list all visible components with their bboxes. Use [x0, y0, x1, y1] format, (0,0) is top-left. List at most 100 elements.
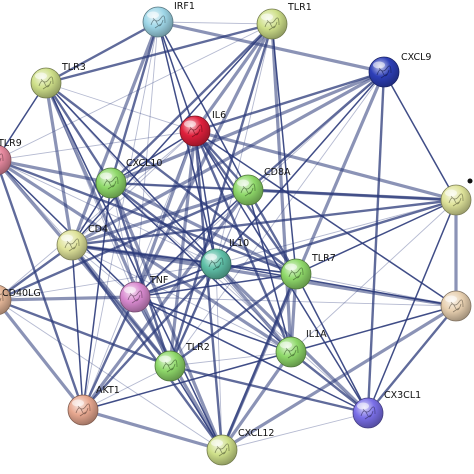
protein-structure-icon: [38, 76, 54, 90]
edge-tnf-right2: [134, 296, 457, 307]
edge-tlr3-il6: [45, 82, 196, 132]
protein-structure-icon: [162, 359, 178, 373]
edge-tlr7-tlr2: [169, 273, 297, 367]
node-right1[interactable]: [440, 184, 472, 216]
node-sphere: [30, 67, 62, 99]
node-sphere: [440, 184, 472, 216]
edge-cxcl10-il10: [110, 182, 217, 265]
node-label-cxcl10: CXCL10: [126, 158, 162, 169]
edge-il1a-tlr2: [169, 351, 292, 367]
edge-il6-tlr9: [0, 130, 196, 160]
edge-akt1-cxcl12: [82, 408, 223, 452]
edge-tlr7-cxcl12: [220, 273, 298, 451]
sphere-highlight: [61, 234, 73, 242]
node-sphere: [95, 167, 127, 199]
edge-il1a-akt1: [82, 351, 292, 411]
edge-il6-il1a: [193, 130, 293, 353]
edge-cd4-akt1: [71, 244, 84, 411]
node-cd40lg[interactable]: CD40LG: [0, 285, 41, 315]
edge-il10-right2: [215, 263, 457, 307]
node-label-tlr1: TLR1: [287, 2, 312, 13]
protein-structure-icon: [214, 443, 230, 457]
protein-structure-icon: [150, 15, 166, 29]
node-sphere: [0, 145, 12, 175]
edge-il6-right2: [194, 130, 457, 307]
edge-cd8a-right1: [247, 188, 457, 202]
edge-il6-right1: [194, 129, 457, 202]
node-tnf[interactable]: TNF: [119, 275, 168, 313]
sphere-highlight: [261, 13, 273, 21]
edge-cd4-il1a: [71, 244, 292, 353]
node-sphere: [142, 6, 174, 38]
edge-cxcl9-right1: [383, 71, 457, 201]
edge-cxcl10-tlr2: [109, 182, 172, 367]
node-cx3cl1[interactable]: CX3CL1: [352, 390, 421, 429]
edge-tlr7-tnf: [134, 273, 297, 298]
edge-cxcl9-il6: [194, 70, 385, 133]
node-irf1[interactable]: IRF1: [142, 1, 195, 38]
edge-tnf-akt1: [81, 296, 137, 411]
sphere-highlight: [445, 295, 457, 303]
edge-tlr1-tlr3: [45, 22, 273, 85]
edge-cxcl9-cd8a: [247, 71, 385, 191]
sphere-highlight: [357, 402, 369, 410]
protein-structure-icon: [283, 345, 299, 359]
edge-cxcl9-cxcl10: [110, 70, 385, 185]
node-label-irf1: IRF1: [174, 1, 195, 12]
edge-tlr1-tlr9: [0, 23, 273, 159]
sphere-highlight: [159, 355, 171, 363]
node-tlr7[interactable]: TLR7: [280, 253, 336, 290]
edge-irf1-cxcl10: [109, 21, 160, 184]
edge-cd8a-tlr7: [246, 189, 298, 275]
node-cxcl9[interactable]: CXCL9: [368, 52, 431, 88]
edge-right1-tlr7: [295, 199, 457, 275]
edge-right1-cd4: [71, 198, 457, 247]
node-cxcl12[interactable]: CXCL12: [206, 428, 274, 466]
edge-right2-il1a: [290, 305, 457, 353]
edge-il10-cd40lg: [0, 263, 217, 300]
sphere-highlight: [184, 120, 196, 128]
node-tlr2[interactable]: TLR2: [154, 342, 210, 382]
node-tlr9[interactable]: TLR9: [0, 138, 22, 175]
node-sphere: [200, 248, 232, 280]
node-sphere: [56, 229, 88, 261]
edge-cxcl9-cx3cl1: [366, 71, 386, 414]
node-label-il10: IL10: [229, 238, 249, 249]
edge-irf1-cd4: [70, 21, 160, 246]
protein-structure-icon: [208, 257, 224, 271]
protein-structure-icon: [64, 238, 80, 252]
node-tlr1[interactable]: TLR1: [256, 2, 312, 40]
node-akt1[interactable]: AKT1: [67, 385, 120, 426]
node-cxcl10[interactable]: CXCL10: [95, 158, 162, 199]
node-right2[interactable]: [440, 290, 472, 322]
edge-tlr1-tlr2: [168, 23, 274, 367]
sphere-highlight: [445, 189, 457, 197]
edge-tlr3-cxcl12: [45, 82, 223, 451]
edge-tlr7-right2: [295, 273, 457, 307]
node-cd8a[interactable]: CD8A: [232, 167, 291, 206]
edge-il1a-cxcl12: [220, 351, 293, 451]
sphere-highlight: [147, 11, 159, 19]
edge-tlr9-cxcl10: [0, 159, 112, 185]
edge-il6-cxcl10: [110, 130, 196, 184]
edge-right1-il1a: [290, 199, 457, 353]
edge-cxcl12-cx3cl1: [221, 412, 369, 451]
node-cd4[interactable]: CD4: [56, 224, 108, 261]
edge-tlr3-cxcl10: [44, 82, 113, 184]
node-il6[interactable]: IL6: [179, 110, 226, 147]
edge-il6-cxcl12: [193, 130, 224, 451]
node-label-tlr7: TLR7: [311, 253, 336, 264]
edge-il10-tlr2: [168, 263, 218, 367]
node-il1a[interactable]: IL1A: [275, 329, 327, 368]
sphere-highlight: [205, 253, 217, 261]
protein-structure-icon: [0, 153, 4, 162]
edge-marker-dot: [467, 178, 473, 184]
edge-il1a-cx3cl1: [290, 351, 369, 414]
edge-cd40lg-tlr2: [0, 300, 171, 368]
node-tlr3[interactable]: TLR3: [30, 62, 86, 99]
edge-irf1-tlr3: [45, 20, 159, 85]
edge-tlr3-tlr7: [45, 82, 297, 275]
node-label-cd40lg: CD40LG: [2, 288, 41, 299]
node-il10[interactable]: IL10: [200, 238, 249, 280]
